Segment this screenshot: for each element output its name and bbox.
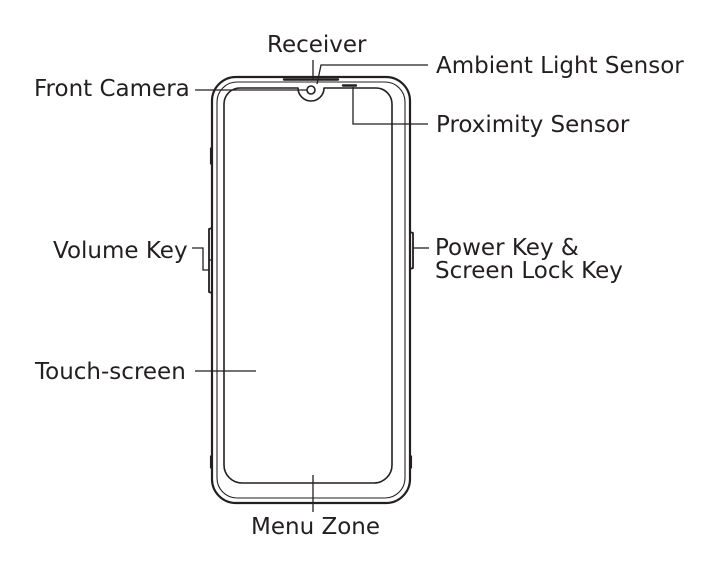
leader-volume-key: [192, 247, 209, 271]
touch-screen-label: Touch-screen: [35, 359, 186, 385]
side-mark-left-bottom: [209, 455, 213, 469]
side-mark-left-top: [209, 147, 213, 165]
side-mark-right-bottom: [409, 455, 413, 469]
front-camera-lens: [306, 85, 316, 95]
screen-outline: [223, 87, 393, 484]
proximity-sensor-label: Proximity Sensor: [436, 112, 630, 138]
volume-key-label: Volume Key: [53, 238, 188, 264]
ambient-light-sensor-label: Ambient Light Sensor: [436, 53, 684, 79]
front-camera-label: Front Camera: [34, 76, 190, 102]
screen-lock-key-label: Screen Lock Key: [435, 258, 623, 284]
phone-inner-bezel: [216, 81, 406, 499]
leader-ambient-light: [316, 64, 428, 85]
phone-outer-body: [210, 75, 412, 505]
menu-zone-label: Menu Zone: [251, 514, 381, 540]
power-key: [409, 231, 414, 270]
power-key-label: Power Key &: [435, 235, 579, 261]
leader-proximity: [352, 87, 428, 125]
receiver-label: Receiver: [267, 32, 367, 58]
